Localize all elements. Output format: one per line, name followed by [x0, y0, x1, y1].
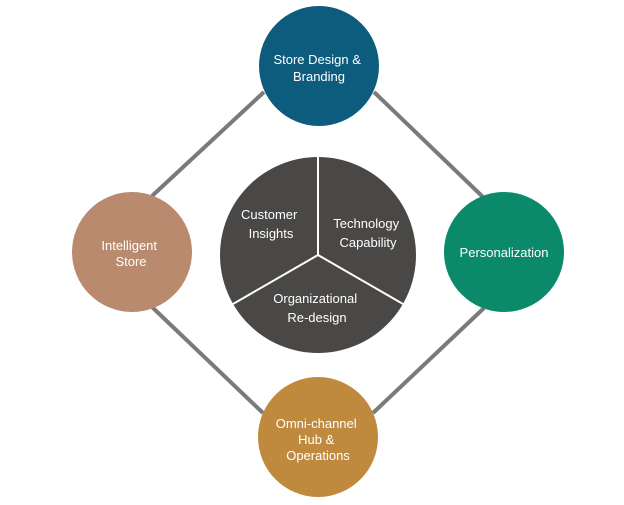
- core-divider-left: [232, 254, 319, 305]
- omni-channel-label: Omni-channel Hub & Operations: [276, 416, 361, 463]
- personalization-label: Personalization: [460, 245, 549, 260]
- intelligent-store-circle: [72, 192, 192, 312]
- node-omni-channel: Omni-channel Hub & Operations: [258, 377, 378, 497]
- store-design-label: Store Design & Branding: [273, 52, 364, 84]
- personalization-circle: [444, 192, 564, 312]
- intelligent-store-label: Intelligent Store: [101, 238, 160, 269]
- connector-left-top: [150, 90, 266, 198]
- connector-bottom-left: [150, 305, 265, 415]
- technology-capability-label: Technology Capability: [333, 216, 402, 250]
- omni-channel-circle: [258, 377, 378, 497]
- connector-top-right: [372, 90, 486, 200]
- node-personalization: Personalization: [444, 192, 564, 312]
- core-divider-right: [317, 254, 404, 305]
- organizational-redesign-label: Organizational Re-design: [273, 291, 360, 325]
- store-design-circle: [259, 6, 379, 126]
- node-intelligent-store: Intelligent Store: [72, 192, 192, 312]
- connector-right-bottom: [371, 306, 486, 415]
- node-store-design-branding: Store Design & Branding: [259, 6, 379, 126]
- core-circle: Customer Insights Technology Capability …: [220, 157, 416, 353]
- customer-insights-label: Customer Insights: [241, 207, 301, 241]
